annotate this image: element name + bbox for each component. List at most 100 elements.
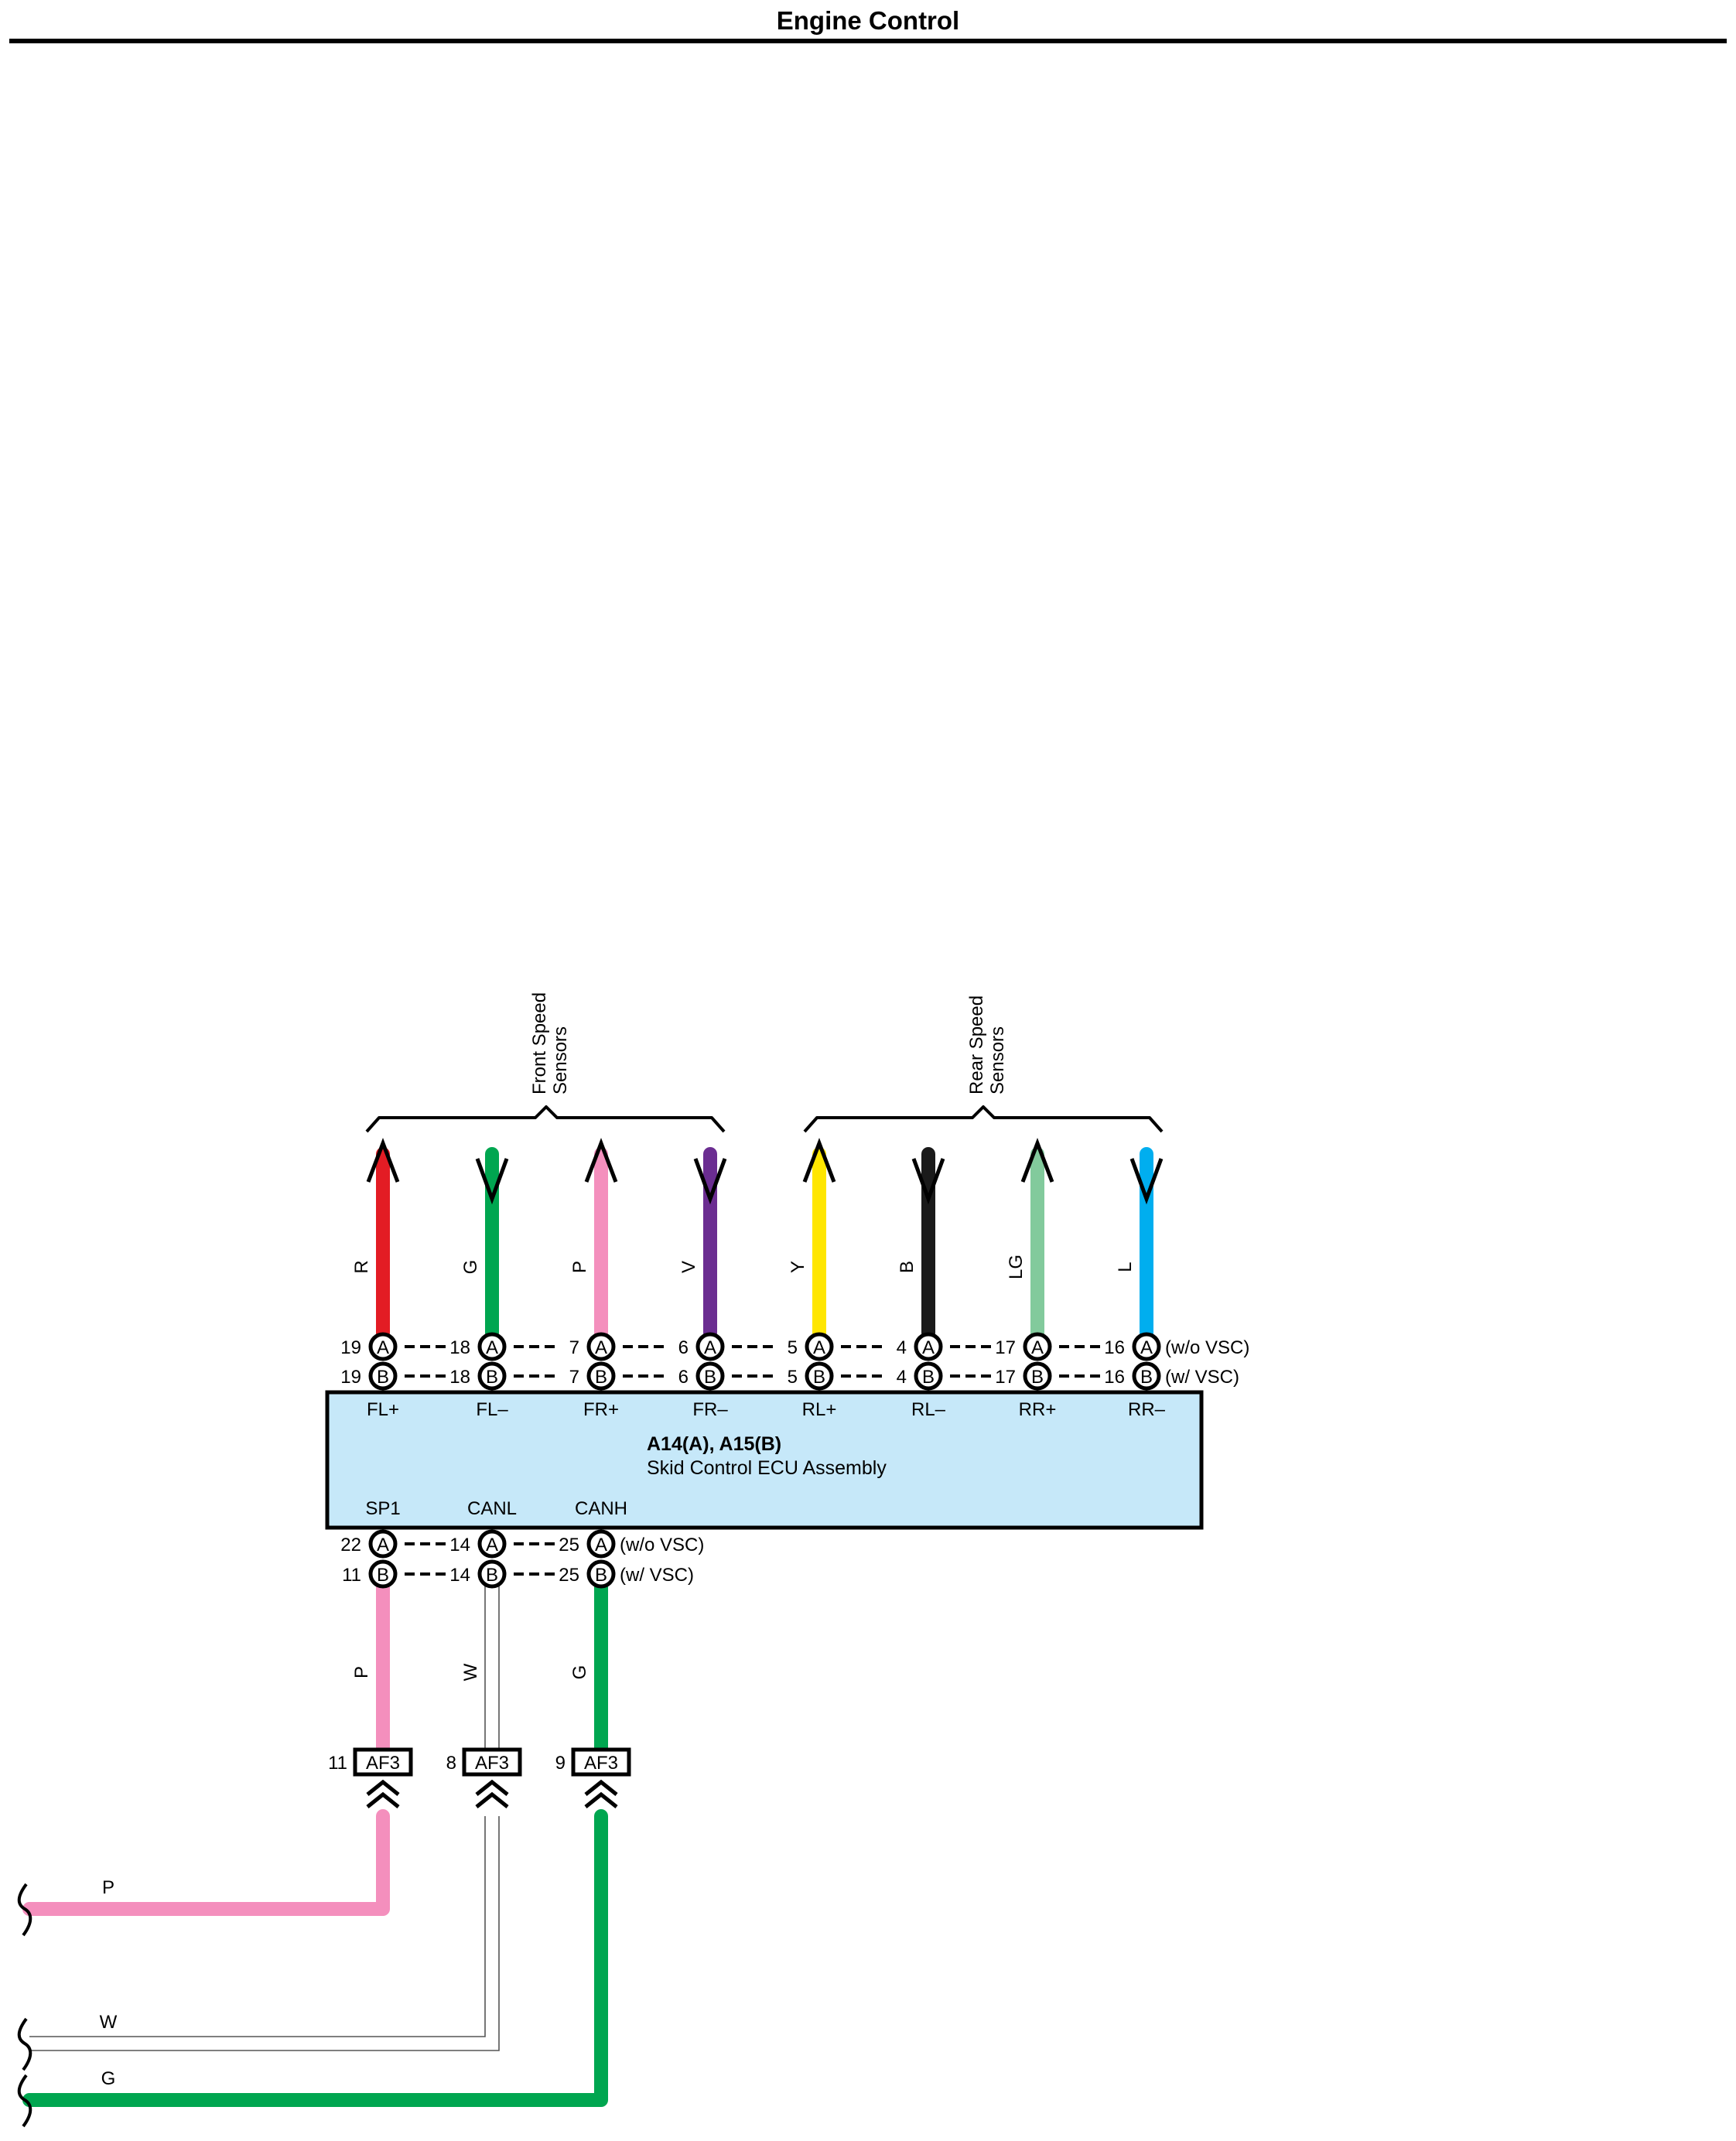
- pin-RL+-a: [805, 1332, 834, 1361]
- front-group-label-line1: Front Speed: [529, 992, 550, 1094]
- terminal-label-RR–: RR–: [1128, 1399, 1166, 1420]
- wire-color-label: R: [351, 1260, 372, 1273]
- variant-label: (w/o VSC): [620, 1535, 704, 1555]
- connector-letter: B: [486, 1367, 498, 1388]
- pin-number: 22: [340, 1535, 361, 1555]
- terminal-label-CANH: CANH: [575, 1498, 627, 1519]
- pin-CANL-a: [477, 1529, 507, 1559]
- pin-number: 6: [678, 1337, 689, 1358]
- pin-number: 14: [449, 1535, 470, 1555]
- pin-number: 17: [995, 1337, 1016, 1358]
- pin-FL+-a: [368, 1332, 398, 1361]
- harness-edge-label: W: [100, 2012, 118, 2033]
- wire-break-icon: [17, 2017, 32, 2071]
- wire-break-icon: [17, 2074, 32, 2128]
- pin-FR+-a: [586, 1332, 616, 1361]
- terminal-label-FR–: FR–: [692, 1399, 728, 1420]
- pin-SP1-b: [368, 1559, 398, 1589]
- pin-FR–-a: [695, 1332, 725, 1361]
- terminal-label-CANL: CANL: [467, 1498, 517, 1519]
- pin-number: 11: [342, 1565, 361, 1586]
- arrow-up-icon: [584, 1137, 618, 1183]
- ecu-name: Skid Control ECU Assembly: [647, 1457, 887, 1479]
- pin-number: 5: [788, 1367, 798, 1388]
- connector-letter: A: [377, 1337, 389, 1358]
- connector-letter: A: [813, 1337, 825, 1358]
- arrow-down-icon: [693, 1158, 727, 1205]
- terminal-label-SP1: SP1: [365, 1498, 400, 1519]
- chevron-up-icon: [475, 1779, 509, 1796]
- pin-RL–-a: [914, 1332, 943, 1361]
- chevron-up-icon: [366, 1779, 400, 1796]
- connector-letter: B: [486, 1565, 498, 1586]
- junction-pin-number: 8: [446, 1753, 456, 1774]
- wire-color-label: P: [569, 1261, 590, 1273]
- wire-color-label: W: [460, 1663, 481, 1681]
- pin-SP1-a: [368, 1529, 398, 1559]
- connector-letter: B: [813, 1367, 825, 1388]
- connector-letter: A: [922, 1337, 935, 1358]
- arrow-up-icon: [1020, 1137, 1054, 1183]
- connector-letter: A: [1140, 1337, 1153, 1358]
- wire-color-label: Y: [788, 1261, 808, 1273]
- wire-color-label: G: [460, 1260, 481, 1275]
- chevron-up-icon: [475, 1791, 509, 1808]
- pin-RR–-a: [1132, 1332, 1161, 1361]
- wire-color-label: L: [1115, 1262, 1136, 1272]
- variant-label: (w/o VSC): [1165, 1337, 1249, 1358]
- front-sensors-brace: [365, 1105, 726, 1133]
- variant-label: (w/ VSC): [1165, 1367, 1239, 1388]
- connector-letter: B: [922, 1367, 935, 1388]
- pin-CANL-b: [477, 1559, 507, 1589]
- terminal-label-RR+: RR+: [1019, 1399, 1057, 1420]
- connector-letter: B: [595, 1367, 607, 1388]
- pin-FL–-b: [477, 1361, 507, 1391]
- arrow-down-icon: [475, 1158, 509, 1205]
- terminal-label-RL+: RL+: [802, 1399, 837, 1420]
- connector-letter: B: [377, 1565, 389, 1586]
- wire-color-label: G: [569, 1665, 590, 1680]
- terminal-label-FL–: FL–: [476, 1399, 508, 1420]
- pin-RL+-b: [805, 1361, 834, 1391]
- pin-CANH-b: [586, 1559, 616, 1589]
- pin-number: 4: [897, 1337, 907, 1358]
- wire-color-label: B: [897, 1261, 918, 1273]
- wire-color-label: V: [678, 1261, 699, 1273]
- junction-connector-label: AF3: [584, 1753, 618, 1774]
- pin-number: 7: [569, 1337, 579, 1358]
- connector-letter: A: [595, 1337, 607, 1358]
- pin-number: 5: [788, 1337, 798, 1358]
- pin-RL–-b: [914, 1361, 943, 1391]
- wire-CANL-harness-lower: [29, 1816, 500, 2051]
- pin-RR+-a: [1023, 1332, 1052, 1361]
- pin-FR+-b: [586, 1361, 616, 1391]
- harness-edge-label: G: [101, 2068, 116, 2089]
- chevron-up-icon: [366, 1791, 400, 1808]
- wire-color-label: P: [351, 1666, 372, 1678]
- terminal-label-RL–: RL–: [911, 1399, 946, 1420]
- rear-group-label-line1: Rear Speed: [966, 995, 987, 1094]
- harness-edge-label: P: [102, 1877, 114, 1898]
- junction-connector-box: [571, 1747, 631, 1777]
- junction-connector-label: AF3: [366, 1753, 400, 1774]
- connector-letter: A: [1031, 1337, 1044, 1358]
- pin-FL–-a: [477, 1332, 507, 1361]
- wire-color-label: LG: [1006, 1255, 1027, 1279]
- wire-break-icon: [17, 1883, 32, 1937]
- wire-layer: R G P V Y B LG L P W G P W G: [17, 1137, 1164, 2128]
- wire-CANL-harness-upper: [29, 1816, 486, 2037]
- rear-sensors-brace: [803, 1105, 1164, 1133]
- connector-letter: B: [377, 1367, 389, 1388]
- junction-connector-box: [353, 1747, 413, 1777]
- arrow-up-icon: [366, 1137, 400, 1183]
- junction-connector-box: [462, 1747, 522, 1777]
- wire-CANH-harness: [22, 1809, 608, 2107]
- pin-number: 17: [995, 1367, 1016, 1388]
- pin-number: 16: [1104, 1367, 1125, 1388]
- ecu-box: [325, 1390, 1204, 1530]
- terminal-label-FR+: FR+: [583, 1399, 619, 1420]
- pin-number: 4: [897, 1367, 907, 1388]
- connector-letter: B: [704, 1367, 716, 1388]
- connector-letter: A: [595, 1535, 607, 1555]
